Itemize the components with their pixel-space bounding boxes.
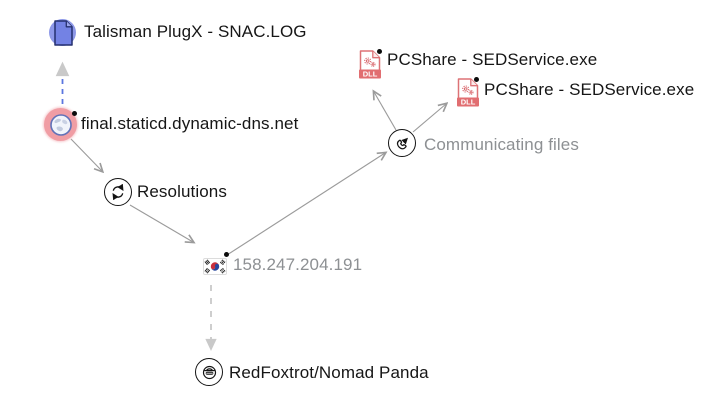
badge-dot: [473, 76, 479, 82]
sync-icon: [112, 184, 124, 200]
node-label: PCShare - SEDService.exe: [484, 80, 695, 99]
node-label: 158.247.204.191: [233, 255, 363, 274]
relationship-label: Resolutions: [137, 182, 227, 201]
spy-icon: [202, 365, 216, 379]
phone-outgoing-icon: [396, 137, 408, 149]
node-ip[interactable]: 158.247.204.191: [0, 0, 380, 275]
edge-domain-to-resolutions: [70, 138, 102, 171]
badge-dot: [71, 110, 77, 116]
edge-resolutions-to-ip: [129, 204, 193, 242]
node-threat-actor[interactable]: RedFoxtrot/Nomad Panda: [0, 0, 460, 386]
document-icon: [53, 20, 73, 46]
node-label: PCShare - SEDService.exe: [387, 50, 598, 69]
globe-icon: [49, 113, 72, 136]
dll-file-icon: DLL: [457, 78, 479, 107]
node-talisman-file[interactable]: Talisman PlugX - SNAC.LOG: [0, 0, 330, 52]
node-pcshare-2[interactable]: DLL PCShare - SEDService.exe: [0, 0, 722, 107]
flag-south-korea-icon: [203, 258, 227, 275]
node-communicating-files[interactable]: Communicating files: [0, 0, 579, 157]
dll-banner-label: DLL: [363, 70, 378, 79]
badge-dot: [223, 251, 229, 257]
node-pcshare-1[interactable]: DLL PCShare - SEDService.exe: [0, 0, 640, 79]
relationship-label: Communicating files: [424, 135, 579, 154]
node-domain[interactable]: final.staticd.dynamic-dns.net: [0, 0, 330, 141]
node-label: final.staticd.dynamic-dns.net: [81, 114, 299, 133]
dll-file-icon: DLL: [359, 50, 381, 79]
node-resolutions[interactable]: Resolutions: [0, 0, 250, 206]
badge-dot: [376, 48, 382, 54]
dll-banner-label: DLL: [461, 98, 476, 107]
node-label: Talisman PlugX - SNAC.LOG: [84, 22, 307, 41]
node-label: RedFoxtrot/Nomad Panda: [229, 363, 429, 382]
edge-ip-to-communicating: [226, 153, 385, 256]
edge-communicating-to-pcshare-2: [412, 104, 446, 133]
edge-communicating-to-pcshare-1: [374, 92, 397, 131]
